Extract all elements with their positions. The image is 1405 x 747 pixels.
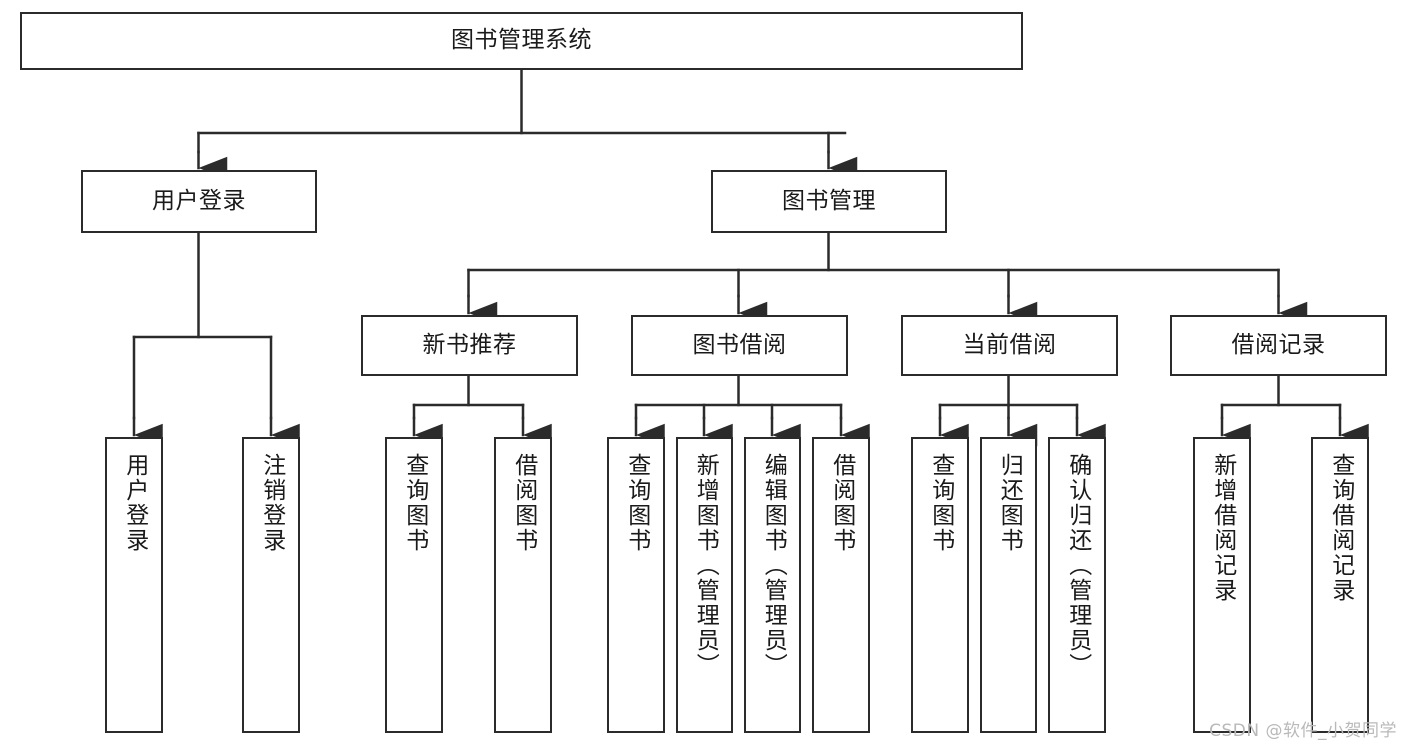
node-current-borrow-label: 当前借阅 xyxy=(962,331,1057,358)
node-current-borrow[interactable]: 当前借阅 xyxy=(901,315,1118,376)
node-leaf-logout-login-label: 注销登录 xyxy=(258,453,285,553)
node-leaf-user-login-label: 用户登录 xyxy=(121,453,148,553)
node-root-system[interactable]: 图书管理系统 xyxy=(20,12,1023,70)
node-leaf-add-record[interactable]: 新增借阅记录 xyxy=(1193,437,1251,733)
node-book-borrow-label: 图书借阅 xyxy=(692,331,787,358)
node-root-system-label: 图书管理系统 xyxy=(451,27,592,54)
node-leaf-borrow-book-2[interactable]: 借阅图书 xyxy=(812,437,870,733)
node-book-manage-label: 图书管理 xyxy=(782,187,876,214)
node-borrow-record[interactable]: 借阅记录 xyxy=(1170,315,1387,376)
node-leaf-borrow-book-1-label: 借阅图书 xyxy=(510,453,537,553)
node-leaf-add-book-label: 新增图书（管理员） xyxy=(692,453,719,678)
node-new-book-recommend[interactable]: 新书推荐 xyxy=(361,315,578,376)
node-user-login[interactable]: 用户登录 xyxy=(81,170,317,233)
node-leaf-add-book[interactable]: 新增图书（管理员） xyxy=(676,437,733,733)
node-leaf-return-book[interactable]: 归还图书 xyxy=(980,437,1037,733)
node-user-login-label: 用户登录 xyxy=(152,187,246,214)
node-leaf-borrow-book-2-label: 借阅图书 xyxy=(828,453,855,553)
node-leaf-query-record[interactable]: 查询借阅记录 xyxy=(1311,437,1369,733)
node-book-borrow[interactable]: 图书借阅 xyxy=(631,315,848,376)
node-leaf-confirm-return-label: 确认归还（管理员） xyxy=(1064,453,1091,678)
node-leaf-query-book-2[interactable]: 查询图书 xyxy=(607,437,665,733)
node-leaf-query-book-2-label: 查询图书 xyxy=(623,453,650,553)
node-book-manage[interactable]: 图书管理 xyxy=(711,170,947,233)
csdn-watermark: CSDN @软件_小贺同学 xyxy=(1209,721,1397,741)
node-leaf-confirm-return[interactable]: 确认归还（管理员） xyxy=(1048,437,1106,733)
node-leaf-query-record-label: 查询借阅记录 xyxy=(1327,453,1354,603)
node-leaf-edit-book[interactable]: 编辑图书（管理员） xyxy=(744,437,801,733)
node-leaf-query-book-3[interactable]: 查询图书 xyxy=(911,437,969,733)
node-borrow-record-label: 借阅记录 xyxy=(1231,331,1326,358)
node-new-book-recommend-label: 新书推荐 xyxy=(422,331,517,358)
node-leaf-borrow-book-1[interactable]: 借阅图书 xyxy=(494,437,552,733)
node-leaf-query-book-1-label: 查询图书 xyxy=(401,453,428,553)
node-leaf-add-record-label: 新增借阅记录 xyxy=(1209,453,1236,603)
node-leaf-edit-book-label: 编辑图书（管理员） xyxy=(760,453,787,678)
node-leaf-user-login[interactable]: 用户登录 xyxy=(105,437,163,733)
node-leaf-return-book-label: 归还图书 xyxy=(996,453,1023,553)
node-leaf-logout-login[interactable]: 注销登录 xyxy=(242,437,300,733)
node-leaf-query-book-3-label: 查询图书 xyxy=(927,453,954,553)
node-leaf-query-book-1[interactable]: 查询图书 xyxy=(385,437,443,733)
